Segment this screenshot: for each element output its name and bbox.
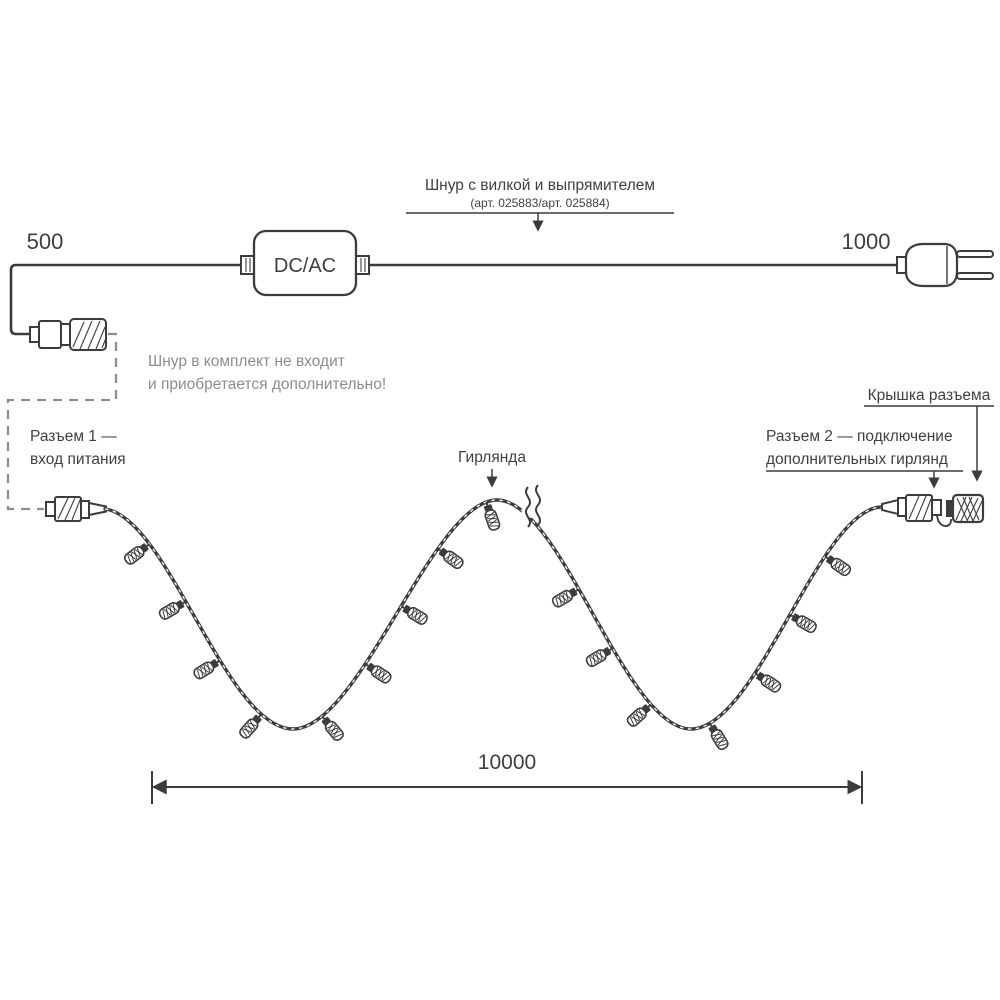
plug-body — [904, 242, 959, 288]
garland-wire-twist-highlight — [104, 499, 883, 730]
not-included-note: Шнур в комплект не входит и приобретаетс… — [148, 353, 386, 393]
wire-break-mark — [521, 484, 545, 528]
cord-end-connector — [29, 318, 107, 351]
dcac-nub-left — [240, 255, 255, 275]
power-cord-assembly: DC/AC 500 1000 Шнур с вилкой и выпрямите… — [9, 177, 994, 393]
note-line2: и приобретается дополнительно! — [148, 376, 386, 393]
dashed-connection-route — [6, 332, 118, 511]
connector1-label: Разъем 1 — вход питания — [30, 428, 126, 468]
cord-left-length-label: 500 — [27, 229, 64, 254]
garland-bulb — [316, 711, 346, 744]
dcac-adapter: DC/AC — [240, 229, 370, 297]
cord-callout-article: (арт. 025883/арт. 025884) — [470, 196, 609, 210]
garland-bulb — [480, 499, 502, 533]
connector2-label: Разъем 2 — подключение дополнительных ги… — [766, 428, 963, 489]
cord-left-wire — [9, 263, 243, 336]
cord-callout: Шнур с вилкой и выпрямителем (арт. 02588… — [406, 177, 674, 232]
garland-bulbs — [121, 499, 854, 752]
garland-output-connector — [881, 494, 942, 522]
connector2-label-line1: Разъем 2 — подключение — [766, 428, 953, 445]
dcac-nub-right — [355, 255, 370, 275]
garland-input-connector — [45, 496, 107, 522]
dcac-label: DC/AC — [274, 255, 336, 277]
total-length-value: 10000 — [478, 751, 536, 774]
plug-strain-relief — [896, 256, 907, 274]
garland-label-text: Гирлянда — [458, 449, 526, 466]
cap-label: Крышка разъема — [864, 387, 994, 482]
cap-tether — [936, 514, 952, 527]
garland-bulb — [237, 709, 267, 741]
connector-cap — [936, 493, 985, 527]
cord-callout-title: Шнур с вилкой и выпрямителем — [425, 177, 655, 194]
garland-wire — [103, 498, 884, 731]
garland-string — [45, 484, 985, 752]
garland-bulb — [624, 699, 656, 729]
mains-plug — [896, 242, 994, 288]
garland-label: Гирлянда — [458, 449, 526, 488]
plug-pin-top — [956, 250, 994, 258]
cap-label-text: Крышка разъема — [868, 387, 991, 404]
connector1-label-line1: Разъем 1 — — [30, 428, 117, 445]
note-line1: Шнур в комплект не входит — [148, 353, 345, 370]
plug-pin-bottom — [956, 272, 994, 280]
connector1-label-line2: вход питания — [30, 451, 126, 468]
total-length-dimension: 10000 — [151, 751, 863, 804]
cord-right-length-label: 1000 — [842, 229, 891, 254]
connector2-label-line2: дополнительных гирлянд — [766, 451, 948, 468]
